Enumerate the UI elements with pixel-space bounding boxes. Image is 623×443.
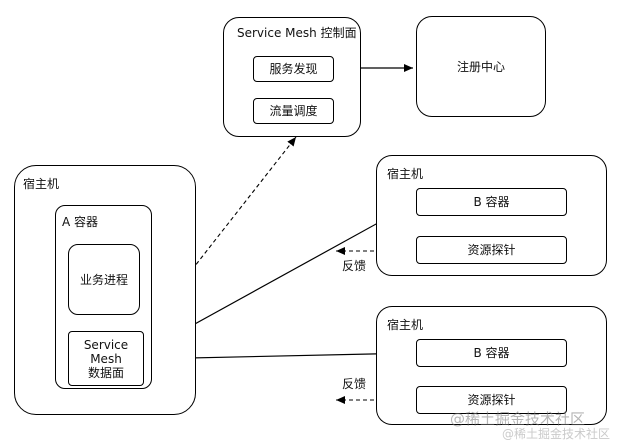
probe-b2: 资源探针 [416, 386, 567, 414]
watermark-sub: @稀土掘金技术社区 [502, 427, 611, 441]
container-b2: B 容器 [416, 339, 567, 367]
data-plane-line-1: Service [83, 337, 129, 352]
data-plane-line-3: 数据面 [87, 365, 124, 380]
container-a-title: A 容器 [62, 215, 99, 229]
data-plane-line-2: Mesh [90, 351, 122, 366]
container-b1: B 容器 [416, 188, 567, 216]
watermark: @稀土掘金技术社区 [450, 410, 586, 428]
data-plane-box: Service Mesh 数据面 [68, 331, 144, 386]
feedback-label-1: 反馈 [342, 259, 367, 273]
feedback-label-2: 反馈 [342, 377, 367, 391]
host-a-title: 宿主机 [23, 177, 60, 191]
host-b2-title: 宿主机 [387, 318, 424, 332]
probe-b1: 资源探针 [416, 236, 567, 264]
business-process-box: 业务进程 [68, 244, 140, 315]
control-plane-title: Service Mesh 控制面 [237, 26, 357, 40]
host-b1-title: 宿主机 [387, 167, 424, 181]
registry-box: 注册中心 [416, 16, 546, 117]
traffic-scheduling-box: 流量调度 [253, 98, 334, 124]
service-discovery-box: 服务发现 [253, 56, 334, 82]
